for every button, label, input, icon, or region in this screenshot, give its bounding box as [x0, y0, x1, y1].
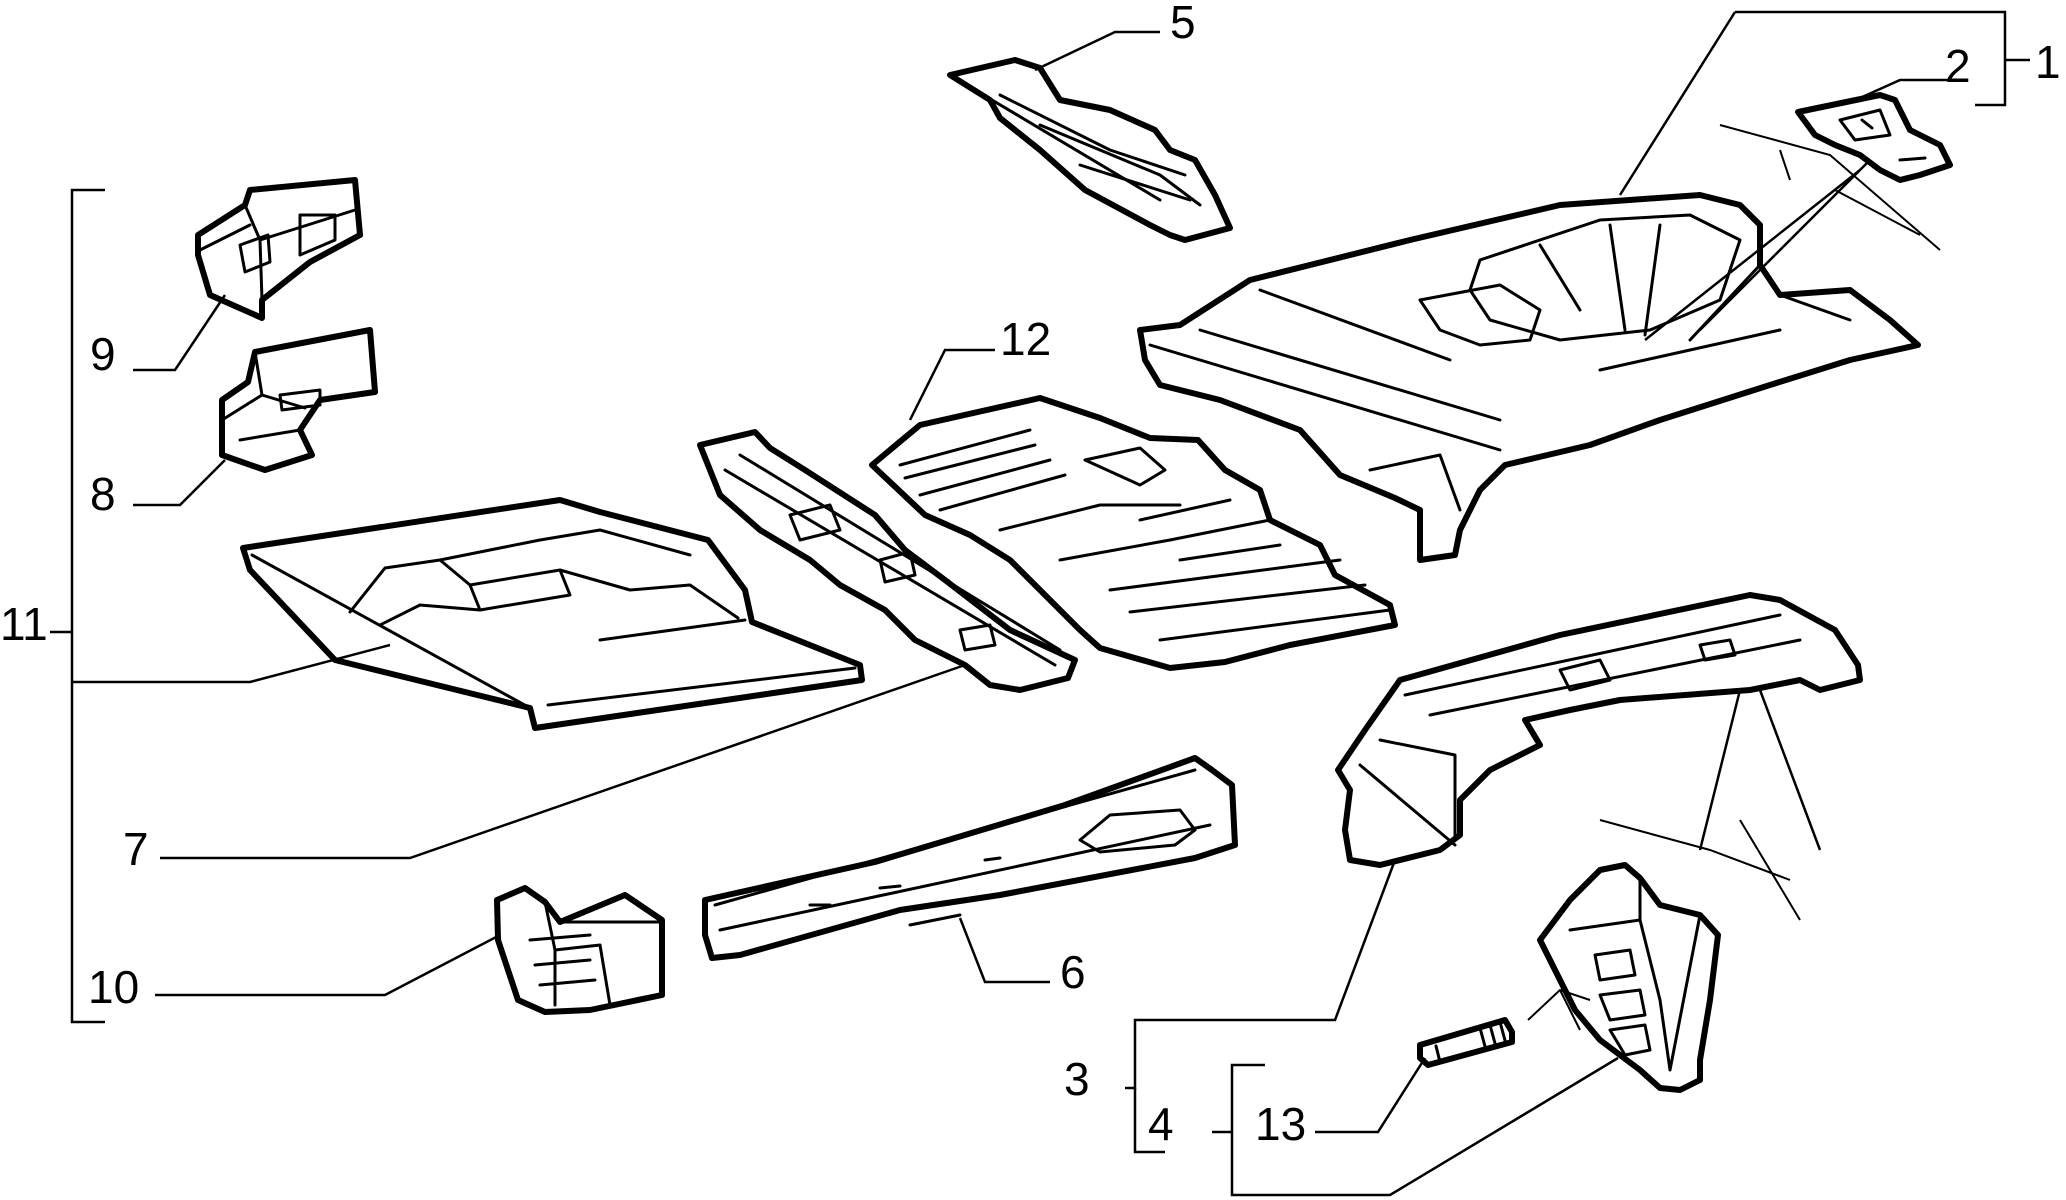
callout-4: 4 [1148, 1098, 1174, 1150]
part-3-side-rail [1335, 592, 1863, 868]
callout-3: 3 [1064, 1053, 1090, 1105]
callout-13: 13 [1255, 1098, 1306, 1150]
part-5-rail [947, 57, 1233, 243]
part-12-floor-pan [869, 395, 1398, 671]
callout-2: 2 [1945, 40, 1971, 92]
callout-6: 6 [1060, 946, 1086, 998]
part-4-reinforcement [1537, 819, 1801, 1093]
callout-11: 11 [0, 598, 48, 650]
part-9-bracket [195, 177, 363, 321]
part-13-stud [1417, 988, 1591, 1068]
part-8-bracket [219, 327, 378, 473]
callout-labels: 1 2 3 4 5 6 7 8 9 10 11 12 13 [0, 0, 2061, 1150]
part-6-side-member [702, 755, 1238, 961]
part-10-bracket [494, 885, 665, 1015]
callout-5: 5 [1170, 0, 1196, 48]
leader-lines [50, 10, 2030, 1197]
part-2-plate [1795, 92, 1953, 183]
callout-12: 12 [1000, 313, 1051, 365]
part-crossmember [697, 429, 1078, 693]
callout-8: 8 [90, 468, 116, 520]
part-1-rear-floor [1137, 124, 1941, 563]
callout-7: 7 [123, 823, 149, 875]
callout-10: 10 [88, 961, 139, 1013]
callout-9: 9 [90, 328, 116, 380]
callout-1: 1 [2035, 36, 2061, 88]
